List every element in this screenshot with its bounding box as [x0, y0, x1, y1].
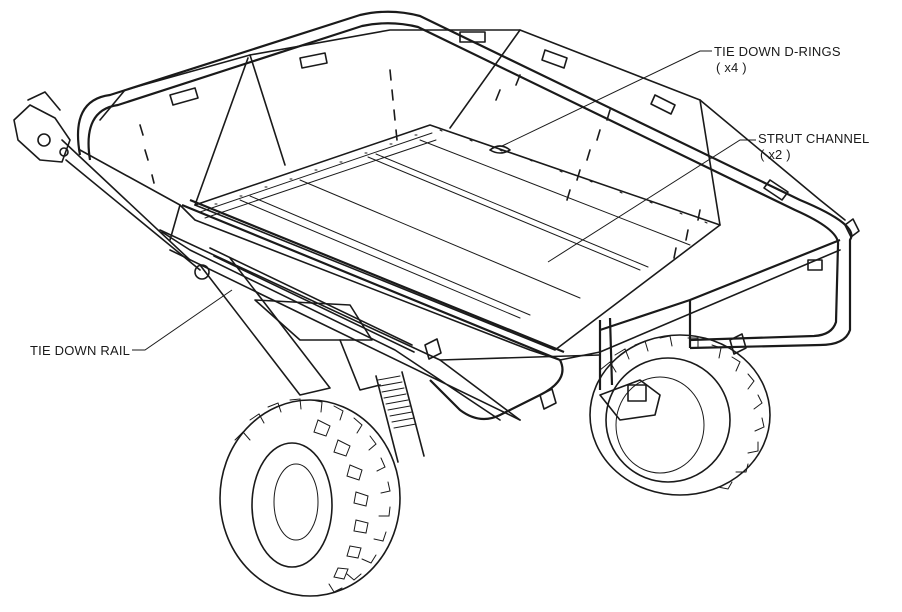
hitch-tongue: [13, 91, 210, 280]
leader-lines: [132, 50, 756, 351]
tie-down-rail-callout: TIE DOWN RAIL: [30, 343, 130, 359]
strut-channel-callout: STRUT CHANNEL ( x2 ): [758, 131, 869, 163]
tie-down-rail-leader: [132, 289, 233, 351]
strut-channel-label: STRUT CHANNEL: [758, 131, 870, 146]
trailer-body: [79, 29, 846, 421]
tie-down-d-rings-label: TIE DOWN D-RINGS: [714, 44, 841, 59]
top-tube-frame: [76, 10, 860, 421]
tie-down-d-rings-qty: ( x4 ): [716, 60, 747, 75]
strut-channel-leader: [547, 139, 756, 263]
tie-down-rail-label: TIE DOWN RAIL: [30, 343, 131, 358]
front-wheel: [219, 398, 401, 597]
strut-channel-qty: ( x2 ): [760, 147, 791, 162]
tie-down-d-rings-callout: TIE DOWN D-RINGS ( x4 ): [714, 44, 841, 76]
undercarriage: [199, 257, 661, 463]
d-ring-leader: [501, 50, 712, 147]
